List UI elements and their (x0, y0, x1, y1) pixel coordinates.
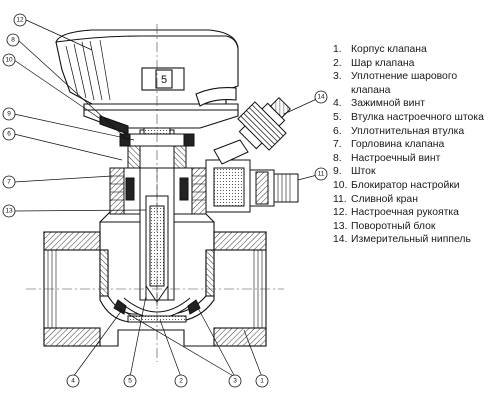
legend-item: 12.Настроечная рукоятка (333, 206, 496, 220)
callout-label: 3 (233, 378, 237, 385)
legend-item: 8. Настроечный винт (333, 152, 496, 166)
callout-circle (66, 374, 80, 388)
legend-item-number: 11. (333, 193, 347, 205)
center-lines (26, 24, 284, 362)
callout-circle (2, 175, 16, 189)
legend-item: 5. Втулка настроечного штока (333, 111, 496, 125)
callout-11: 11 (314, 167, 328, 181)
legend-item-number: 9. (333, 166, 342, 178)
callout-1: 1 (255, 374, 269, 388)
legend-item-number: 7. (333, 139, 342, 151)
callout-3: 3 (228, 374, 242, 388)
legend-item-label: Настроечная рукоятка (351, 207, 459, 219)
legend-item-number: 8. (333, 152, 342, 164)
legend-item-number: 1. (333, 44, 342, 55)
legend-item-label: Поворотный блок (351, 220, 436, 232)
callout-label: 9 (7, 111, 11, 118)
callout-circle (2, 204, 16, 218)
legend-item-label: Шар клапана (351, 57, 415, 69)
callout-label: 12 (16, 17, 24, 24)
legend-item-number: 12. (333, 207, 348, 219)
callout-8: 8 (6, 33, 20, 47)
handle-window-value: 5 (161, 74, 167, 86)
callout-14: 14 (314, 90, 328, 104)
legend-item-label: Блокиратор настройки (351, 179, 460, 191)
legend-item-number: 14. (333, 234, 348, 246)
legend-item: 13.Поворотный блок (333, 220, 496, 234)
leader-lines (13, 19, 322, 378)
parts-legend: 1. Корпус клапана 2. Шар клапана 3. Уплотнени… (333, 43, 496, 247)
legend-item-number: 4. (333, 98, 342, 110)
legend-item-number: 10. (333, 179, 348, 191)
callout-label: 10 (5, 57, 13, 64)
legend-item-label: Уплотнительная втулка (351, 125, 465, 137)
legend-item-number: 13. (333, 220, 348, 232)
callout-label: 6 (7, 131, 11, 138)
callout-5: 5 (123, 374, 137, 388)
callout-9: 9 (2, 107, 16, 121)
callout-circle (2, 127, 16, 141)
legend-item-number: 2. (333, 57, 342, 69)
legend-item-label: Сливной кран (351, 193, 418, 205)
legend-item-label: Настроечный винт (351, 152, 441, 164)
callout-label: 8 (11, 37, 15, 44)
legend-item: 11. Сливной кран (333, 193, 496, 207)
callout-circle (174, 374, 188, 388)
callout-label: 2 (179, 378, 183, 385)
legend-item-label: Уплотнение шарового клапана (351, 71, 458, 96)
callout-circle (255, 374, 269, 388)
callout-label: 5 (128, 378, 132, 385)
callout-13: 13 (2, 204, 16, 218)
legend-item-number: 3. (333, 71, 342, 83)
callout-label: 11 (318, 171, 325, 178)
legend-item: 4. Зажимной винт (333, 97, 496, 111)
rotating-block-and-drain (205, 159, 299, 213)
callout-label: 13 (5, 208, 13, 215)
legend-item: 2. Шар клапана (333, 57, 496, 71)
callout-circle (123, 374, 137, 388)
legend-item: 10.Блокиратор настройки (333, 179, 496, 193)
callout-4: 4 (66, 374, 80, 388)
callout-circle (2, 107, 16, 121)
legend-item-label: Втулка настроечного штока (351, 111, 484, 123)
callout-6: 6 (2, 127, 16, 141)
legend-item-label: Измерительный ниппель (351, 234, 471, 246)
callout-circle (13, 13, 27, 27)
legend-item: 9. Шток (333, 165, 496, 179)
legend-item-label: Зажимной винт (351, 98, 425, 110)
callout-label: 4 (71, 378, 75, 385)
legend-item-label: Горловина клапана (351, 139, 445, 151)
callout-label: 1 (260, 378, 264, 385)
measuring-nipple (213, 97, 291, 165)
callout-circle (314, 90, 328, 104)
callout-circle (2, 53, 16, 67)
legend-item: 7. Горловина клапана (333, 138, 496, 152)
legend-item-label: Корпус клапана (351, 44, 427, 55)
callout-2: 2 (174, 374, 188, 388)
callout-10: 10 (2, 53, 16, 67)
callout-circle (228, 374, 242, 388)
legend-item-number: 5. (333, 111, 342, 123)
legend-item: 3. Уплотнение шарового клапана (333, 70, 496, 97)
callout-circle (6, 33, 20, 47)
legend-item: 1. Корпус клапана (333, 43, 496, 57)
legend-item: 14.Измерительный ниппель (333, 233, 496, 247)
callout-label: 7 (7, 179, 11, 186)
callout-circle (314, 167, 328, 181)
callout-label: 14 (317, 94, 325, 101)
callout-12: 12 (13, 13, 27, 27)
setting-handle (55, 29, 239, 135)
callout-7: 7 (2, 175, 16, 189)
legend-item-label: Шток (351, 166, 376, 178)
legend-item-number: 6. (333, 125, 342, 137)
legend-item: 6. Уплотнительная втулка (333, 125, 496, 139)
